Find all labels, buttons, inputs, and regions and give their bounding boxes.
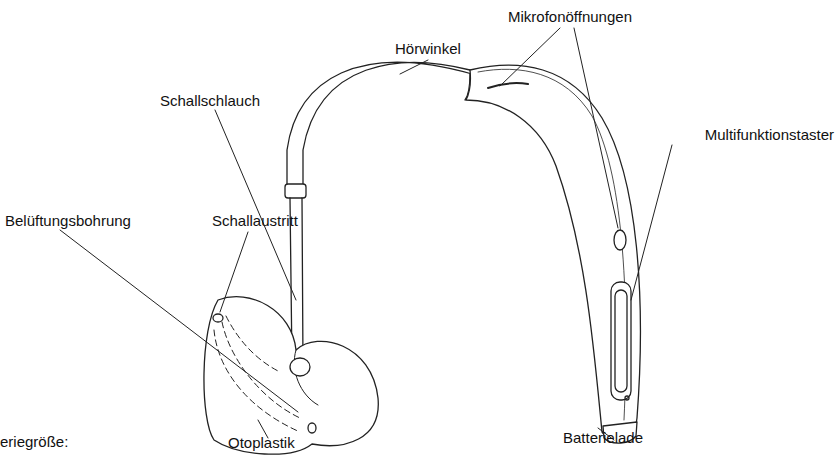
vent-bore bbox=[214, 316, 300, 432]
part-label: Schallschlauch bbox=[160, 92, 260, 110]
part-label: Multifunktionstaster bbox=[705, 126, 834, 144]
hearing-aid-body bbox=[466, 65, 640, 439]
leader-line bbox=[60, 28, 672, 440]
earmold bbox=[204, 297, 378, 454]
ear-hook bbox=[287, 62, 472, 185]
part-label: Hörwinkel bbox=[395, 40, 461, 58]
vent-opening bbox=[308, 423, 316, 433]
part-label: Schallaustritt bbox=[212, 212, 298, 230]
part-label: Batterielade bbox=[563, 429, 643, 447]
tube-connector bbox=[285, 184, 306, 198]
cut-off-label: eriegröße: bbox=[0, 433, 68, 451]
sound-outlet bbox=[213, 314, 223, 322]
part-label: Otoplastik bbox=[228, 434, 295, 452]
part-label: Belüftungsbohrung bbox=[5, 212, 131, 230]
multifunction-button bbox=[611, 282, 631, 400]
microphone-opening bbox=[488, 83, 528, 88]
part-label: Mikrofonöffnungen bbox=[508, 8, 632, 26]
microphone-opening bbox=[614, 230, 626, 250]
